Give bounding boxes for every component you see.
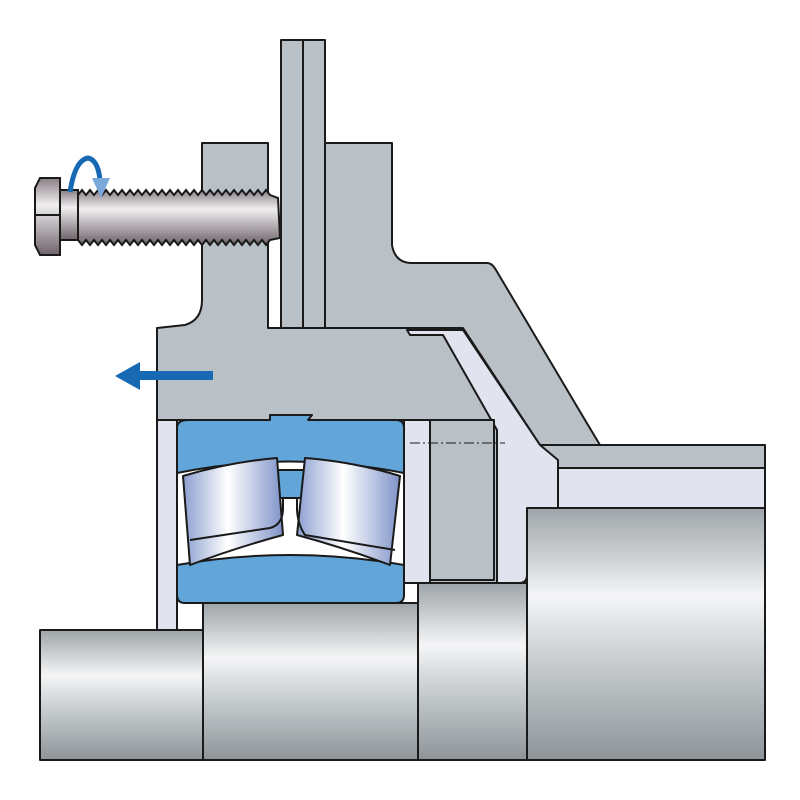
end-plate-light [539,467,766,509]
roller-cage [189,498,396,551]
roller-left [182,457,284,566]
bearing-cage-center [276,469,306,499]
end-plate [539,444,766,469]
adapter-sleeve [202,602,419,761]
vertical-plate [280,39,304,331]
bolt-washer [59,189,79,241]
shaft-left [39,629,206,761]
bearing-outer-ring [176,414,405,474]
vertical-plate [302,39,326,331]
rotation-arrow-icon [67,155,110,198]
bearing-inner-ring [176,554,405,604]
bolt-thread [77,188,282,247]
bolt-head [34,177,61,256]
shaft-step [417,582,529,761]
threaded-ring [429,419,495,581]
cover-ring [406,329,559,584]
push-direction-arrow-icon [115,362,213,390]
locking-nut [403,419,431,584]
jacking-bolt [34,177,282,256]
housing [156,142,498,584]
spacer-left [156,419,178,631]
shaft-large [526,507,766,761]
housing-right [324,142,601,446]
